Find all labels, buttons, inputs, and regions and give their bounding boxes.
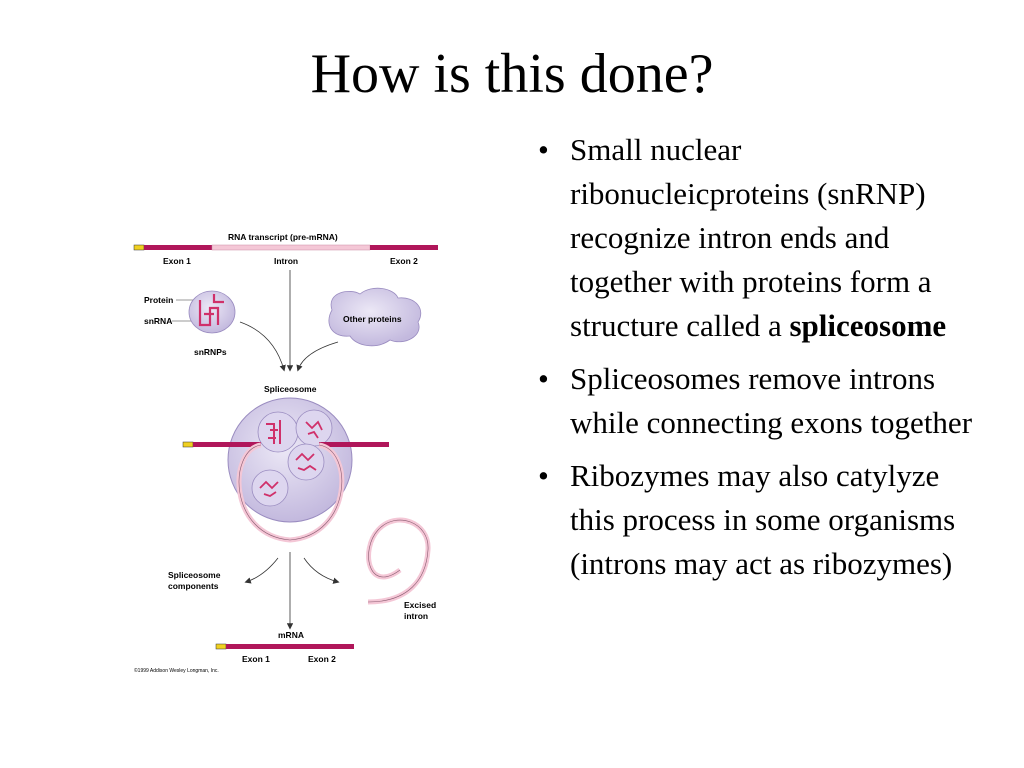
- bullet-text: Small nuclear ribonucleicproteins (snRNP…: [570, 132, 932, 343]
- other-proteins-particle: [328, 287, 422, 347]
- bullet-list: • Small nuclear ribonucleicproteins (snR…: [538, 128, 988, 595]
- premrna-exon2: [370, 245, 438, 250]
- intron-label: Intron: [274, 256, 298, 266]
- mrna-exon2-label: Exon 2: [308, 654, 336, 664]
- splicing-diagram: RNA transcript (pre-mRNA) Exon 1 Intron …: [128, 230, 453, 680]
- bullet-text: Spliceosomes remove introns while connec…: [570, 361, 973, 440]
- bullet-symbol: •: [538, 132, 549, 167]
- snrnp-4: [251, 469, 289, 507]
- bullet-symbol: •: [538, 361, 549, 396]
- snrnps-label: snRNPs: [194, 347, 227, 357]
- spliceosome-components-label-1: Spliceosome: [168, 570, 221, 580]
- mrna-label: mRNA: [278, 630, 304, 640]
- other-proteins-label: Other proteins: [343, 314, 402, 324]
- snrnp-1: [257, 411, 299, 453]
- bullet-item: • Small nuclear ribonucleicproteins (snR…: [538, 128, 988, 348]
- exon2-label: Exon 2: [390, 256, 418, 266]
- bullet-bold-term: spliceosome: [789, 308, 947, 343]
- rna-transcript-label: RNA transcript (pre-mRNA): [228, 232, 338, 242]
- bullet-item: • Ribozymes may also catylyze this proce…: [538, 454, 988, 586]
- mrna-exon1-label: Exon 1: [242, 654, 270, 664]
- premrna-intron: [211, 244, 371, 251]
- bullet-item: • Spliceosomes remove introns while conn…: [538, 357, 988, 445]
- bullet-text: Ribozymes may also catylyze this process…: [570, 458, 956, 581]
- snrnp-2: [295, 409, 333, 447]
- snrna-label: snRNA: [144, 316, 172, 326]
- protein-label: Protein: [144, 295, 173, 305]
- excised-label-1: Excised: [404, 600, 436, 610]
- spliceosome-label: Spliceosome: [264, 384, 317, 394]
- mrna-exon1: [226, 644, 288, 649]
- excised-intron: [366, 517, 431, 605]
- bullet-symbol: •: [538, 458, 549, 493]
- premrna-cap: [133, 244, 145, 251]
- exon1-label: Exon 1: [163, 256, 191, 266]
- excised-label-2: intron: [404, 611, 428, 621]
- copyright-text: ©1999 Addison Wesley Longman, Inc.: [134, 667, 219, 674]
- premrna-exon1: [144, 245, 212, 250]
- slide-title: How is this done?: [310, 43, 714, 105]
- snrnp-particle: [188, 290, 236, 334]
- snrnp-3: [287, 443, 325, 481]
- spliceosome-components-label-2: components: [168, 581, 219, 591]
- mrna-exon2: [288, 644, 354, 649]
